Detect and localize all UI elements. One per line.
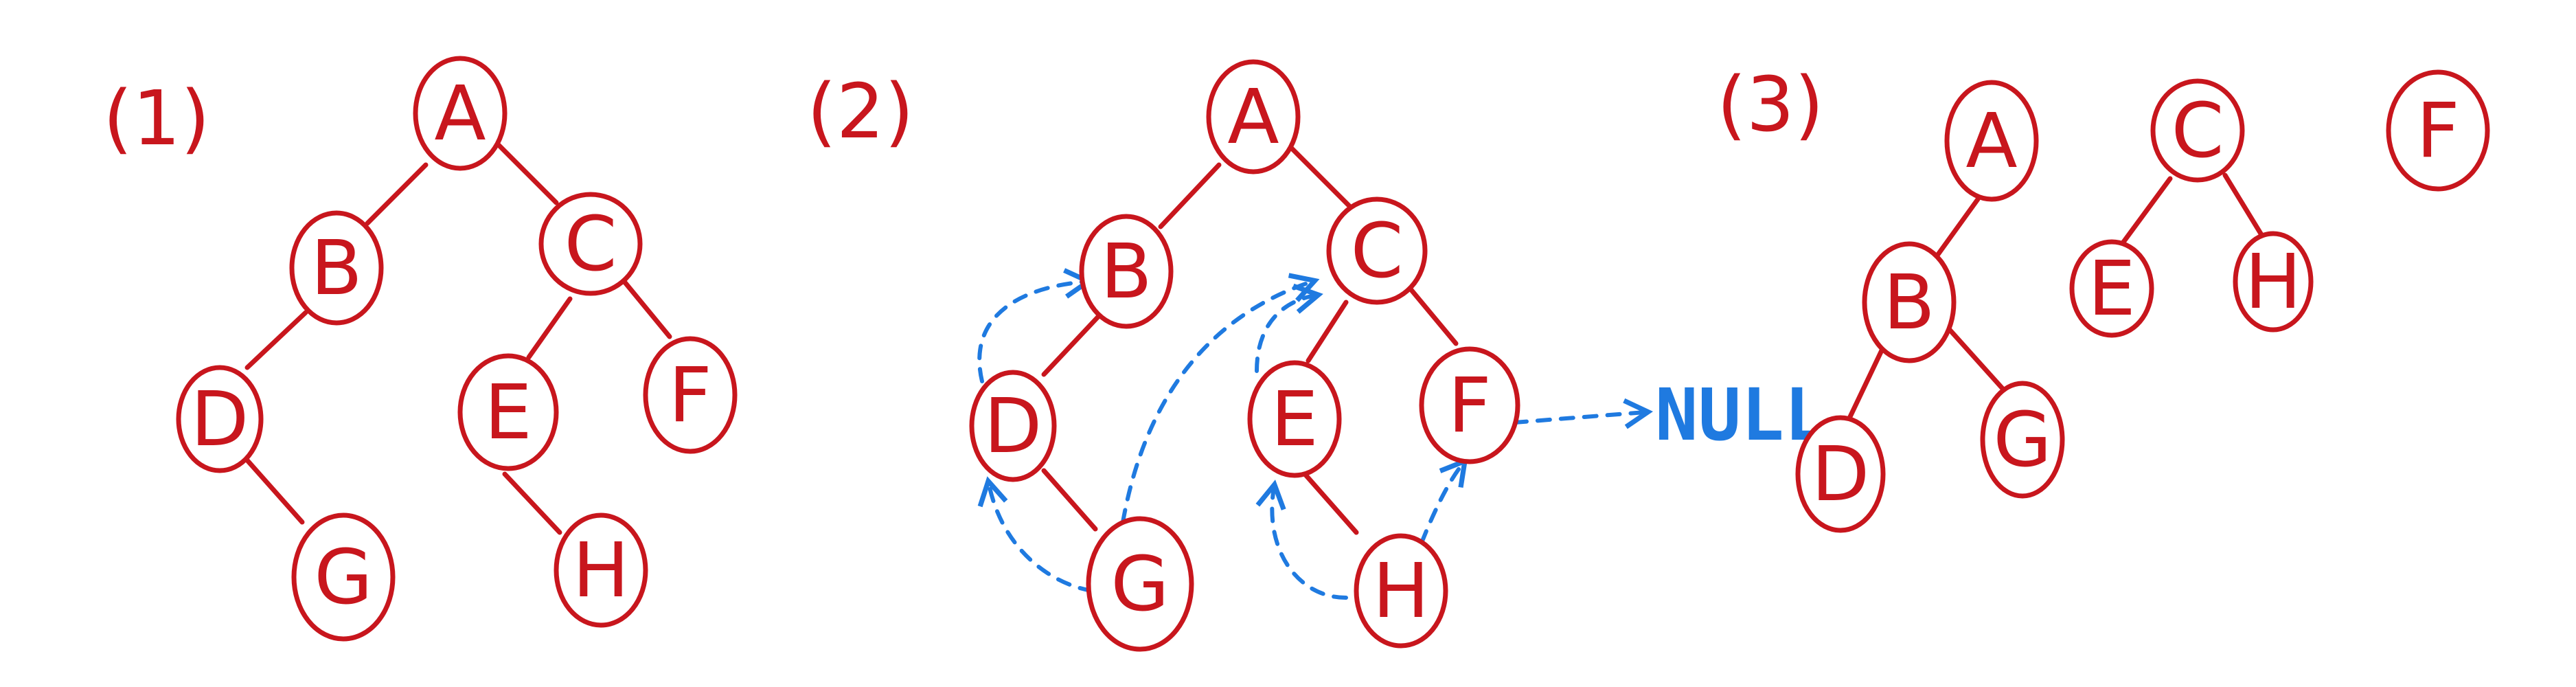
edge-a-c [492,138,559,205]
node-a-2: A [1206,59,1301,174]
edge-a-b [365,162,429,226]
node-f: F [643,336,738,454]
node-c-2: C [1326,196,1428,305]
edge-c-e-2 [1306,300,1349,363]
node-a: A [413,56,508,171]
node-h: H [554,513,648,628]
node-b-3: B [1862,241,1957,363]
node-d-3-label: D [1812,430,1870,518]
node-e-3-label: E [2088,245,2136,333]
node-b-label: B [310,224,362,312]
panel-2-label: (2) [807,67,914,155]
thread-h-f [1420,457,1468,545]
node-c-2-label: C [1351,207,1404,295]
node-d-label: D [191,375,249,463]
node-e: E [457,353,559,471]
node-g: G [291,513,396,642]
panel-3: (3) A B C E H D [1717,60,2490,533]
edge-a-c-2 [1285,142,1352,209]
edge-b-d [244,310,308,370]
edge-a-b-2 [1158,162,1222,229]
node-g-3: G [1980,381,2065,499]
node-e-2: E [1247,360,1342,478]
node-f-3-label: F [2416,87,2459,174]
edge-e-h [502,471,562,535]
thread-d-b [977,268,1094,383]
node-a-2-label: A [1227,73,1279,161]
edge-a-b-3 [1930,196,1981,264]
node-a-3-label: A [1965,97,2017,185]
node-e-label: E [484,368,532,456]
panel-1-label: (1) [103,74,210,162]
node-a-label: A [434,69,486,157]
node-d-2: D [969,370,1057,482]
thread-g-c [1121,273,1320,524]
node-g-3-label: G [1993,396,2051,484]
node-g-label: G [314,533,372,621]
edge-c-f [619,275,672,339]
edge-c-e-3 [2119,176,2173,247]
node-g-2-label: G [1110,540,1169,628]
node-e-2-label: E [1270,375,1319,463]
node-h-label: H [573,526,630,614]
node-b-2: B [1079,214,1174,329]
node-h-2: H [1354,533,1448,649]
edge-d-g-2 [1041,468,1098,532]
node-g-2: G [1086,516,1194,652]
edge-e-h-2 [1302,471,1359,535]
node-b-3-label: B [1883,258,1935,346]
node-c-3-label: C [2172,87,2224,174]
node-c-label: C [565,200,617,288]
panel-3-label: (3) [1717,60,1824,148]
edge-d-g [244,458,305,525]
node-a-3: A [1944,80,2039,202]
edge-c-f-2 [1402,279,1459,346]
edge-c-e [526,296,573,360]
node-h-2-label: H [1373,547,1430,635]
null-label: NULL [1655,373,1827,457]
thread-f-null [1512,398,1654,429]
thread-g-d [977,476,1094,593]
node-h-3-label: H [2245,238,2302,326]
node-b: B [289,210,384,326]
panel-2: (2) NULL A B C D [807,59,1827,652]
node-c-3: C [2150,78,2245,183]
node-c: C [538,192,643,296]
edge-c-h-3 [2222,172,2266,240]
node-f-2: F [1419,346,1520,464]
thread-e-c [1255,283,1323,373]
edge-b-d-3 [1845,348,1884,425]
node-h-3: H [2233,231,2314,333]
panel-1: (1) A B C D E F [103,56,738,642]
edge-b-d-2 [1041,313,1102,377]
node-d-2-label: D [984,382,1042,470]
node-f-2-label: F [1448,361,1491,449]
node-f-3: F [2386,69,2490,192]
node-e-3: E [2069,239,2154,338]
node-d: D [176,365,264,473]
node-f-label: F [668,351,711,439]
thread-h-e [1255,480,1348,600]
edge-b-g-3 [1941,320,2008,394]
node-d-3: D [1795,415,1886,533]
node-b-2-label: B [1100,227,1152,315]
